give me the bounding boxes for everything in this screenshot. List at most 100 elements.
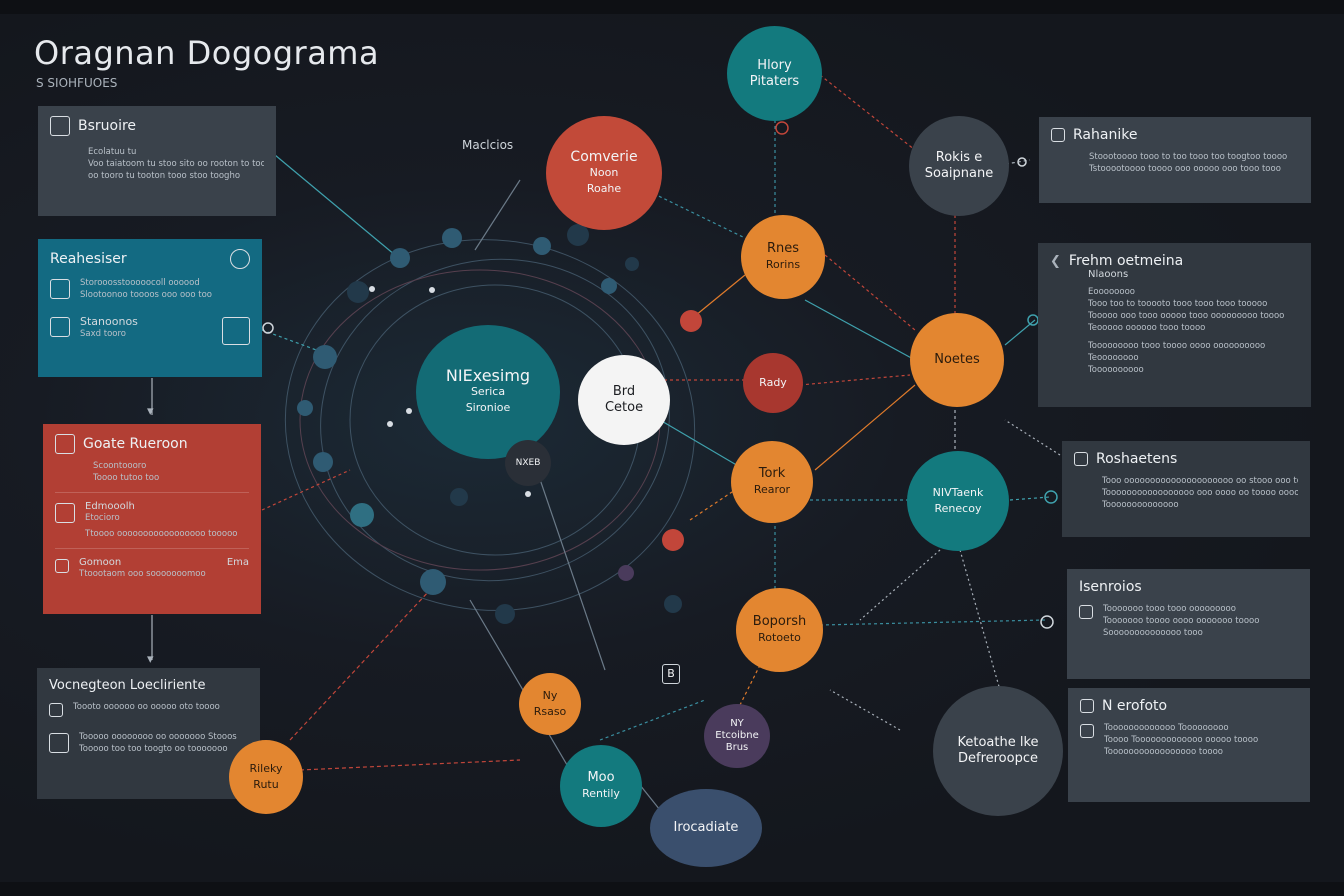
panel-bsruoire[interactable]: Bsruoire Ecolatuu tu Voo taiatoom tu sto… — [38, 106, 276, 216]
node-label: Rileky — [249, 762, 283, 775]
panel-title: Roshaetens — [1096, 451, 1178, 467]
panel-line: oo tooro tu tooton tooo stoo toogho — [88, 171, 241, 181]
grid-icon — [1051, 128, 1065, 142]
panel-line: Tooooooo tooo tooo ooooooooo — [1103, 604, 1236, 614]
panel-line: Eoooooooo — [1088, 287, 1135, 297]
top-center-label: Maclcios — [462, 138, 514, 152]
row-sub: Etocioro — [85, 513, 120, 523]
panel-line: Stoootoooo tooo to too tooo too toogtoo … — [1089, 152, 1288, 162]
node-label: Comverie — [570, 149, 638, 165]
node-label: Noon — [589, 166, 619, 179]
node-label: Rorins — [765, 258, 801, 271]
node-label: NIVTaenk — [932, 486, 984, 499]
top-band — [0, 0, 1344, 14]
panel-title: Frehm oetmeina — [1068, 253, 1184, 269]
node-label: Rsaso — [533, 705, 567, 718]
panel-reahesiser[interactable]: Reahesiser Storooosstooooocoll oooood Sl… — [38, 239, 262, 377]
bottom-band — [0, 882, 1344, 896]
panel-roshaetens[interactable]: Roshaetens Tooo ooooooooooooooooooooo oo… — [1062, 441, 1310, 537]
panel-title: Goate Rueroon — [83, 436, 188, 452]
panel-line: Tooooooooo tooo toooo oooo oooooooooo — [1088, 341, 1266, 351]
image-icon — [1080, 699, 1094, 713]
row-line: Toooo tutoo too — [93, 473, 160, 483]
row-line: Ttoootaom ooo sooooooomoo — [79, 569, 206, 579]
node-label: Cetoe — [604, 400, 644, 415]
row-line: Slootoonoo toooos ooo ooo too — [80, 290, 212, 300]
node-label: NY — [730, 718, 744, 729]
small-box-node[interactable]: B — [662, 664, 680, 684]
node-label: Sironioe — [465, 401, 511, 414]
panel-title: Reahesiser — [50, 251, 127, 267]
page-title: Oragnan Dogograma — [34, 34, 380, 72]
panel-line: Toooo Tooooooooooooo ooooo toooo — [1104, 735, 1259, 745]
node-label: Renecoy — [934, 502, 982, 515]
target-icon — [230, 249, 250, 269]
edit-icon — [50, 279, 70, 299]
node-label: Irocadiate — [673, 820, 739, 835]
row-line: Tooooo oooooooo oo ooooooo Stooos — [79, 732, 237, 742]
key-icon — [49, 703, 63, 717]
panel-frehm[interactable]: ❮Frehm oetmeina Nlaoons Eoooooooo Tooo t… — [1038, 243, 1311, 407]
panel-title: N erofoto — [1102, 698, 1168, 714]
panel-rahanike[interactable]: Rahanike Stoootoooo tooo to too tooo too… — [1039, 117, 1311, 203]
panel-vocnegteon[interactable]: Vocnegteon Loecliriente Toooto oooooo oo… — [37, 668, 260, 799]
node-label: Rearor — [753, 483, 791, 496]
node-label: Hlory — [757, 57, 792, 73]
row-label: Edmooolh — [85, 501, 135, 512]
panel-sub: Nlaoons — [1088, 269, 1129, 280]
panel-n-erofoto[interactable]: N erofoto Tooooooooooooo Tooooooooo Tooo… — [1068, 688, 1310, 802]
links — [151, 74, 1061, 811]
panel-line: Teooooo oooooo tooo toooo — [1088, 323, 1206, 333]
chevron-left-icon: ❮ — [1050, 253, 1061, 269]
node-label: Brd — [612, 384, 636, 399]
panel-isenroios[interactable]: Isenroios Tooooooo tooo tooo ooooooooo T… — [1067, 569, 1310, 679]
panel-line: Toooooooooo — [1088, 365, 1144, 375]
panel-line: Toooooooooooooo — [1102, 500, 1179, 510]
row-line: Tooooo too too toogto oo tooooooo — [79, 744, 228, 754]
file-icon — [55, 503, 75, 523]
panel-title: Vocnegteon Loecliriente — [49, 678, 206, 693]
node-noetes[interactable]: Noetes — [910, 313, 1004, 407]
node-label: NIExesimg — [445, 366, 531, 385]
node-label: Rentily — [582, 787, 620, 800]
node-nxeb[interactable]: NXEB — [505, 440, 551, 486]
panel-line: Tooooooooooooo Tooooooooo — [1104, 723, 1229, 733]
node-label: Serica — [470, 385, 506, 398]
panel-goate-rueroon[interactable]: Goate Rueroon Scoontoooro Toooo tutoo to… — [43, 424, 261, 614]
people-icon — [55, 559, 69, 573]
panel-line: Tooo ooooooooooooooooooooo oo stooo ooo … — [1102, 476, 1298, 486]
node-label: Ny — [542, 689, 558, 702]
row-line: Toooto oooooo oo ooooo oto toooo — [73, 702, 220, 712]
box-icon — [222, 317, 250, 345]
divider — [55, 492, 249, 493]
node-rady[interactable]: Rady — [743, 353, 803, 413]
node-label: Rotoeto — [758, 631, 801, 644]
row-label: Storooosstooooocoll oooood — [80, 278, 200, 288]
node-label: Rokis e — [935, 150, 983, 165]
node-irocadiate[interactable]: Irocadiate — [650, 789, 762, 867]
note-icon — [1080, 724, 1094, 738]
panel-line: Teoooooooo — [1088, 353, 1139, 363]
node-label: Soaipnane — [924, 166, 994, 181]
chart-icon — [1074, 452, 1088, 466]
divider — [55, 548, 249, 549]
node-label: Moo — [587, 770, 615, 785]
arrow-down-icon: ▾ — [147, 404, 154, 419]
panel-title: Bsruoire — [78, 118, 137, 134]
connectors — [262, 121, 1058, 629]
